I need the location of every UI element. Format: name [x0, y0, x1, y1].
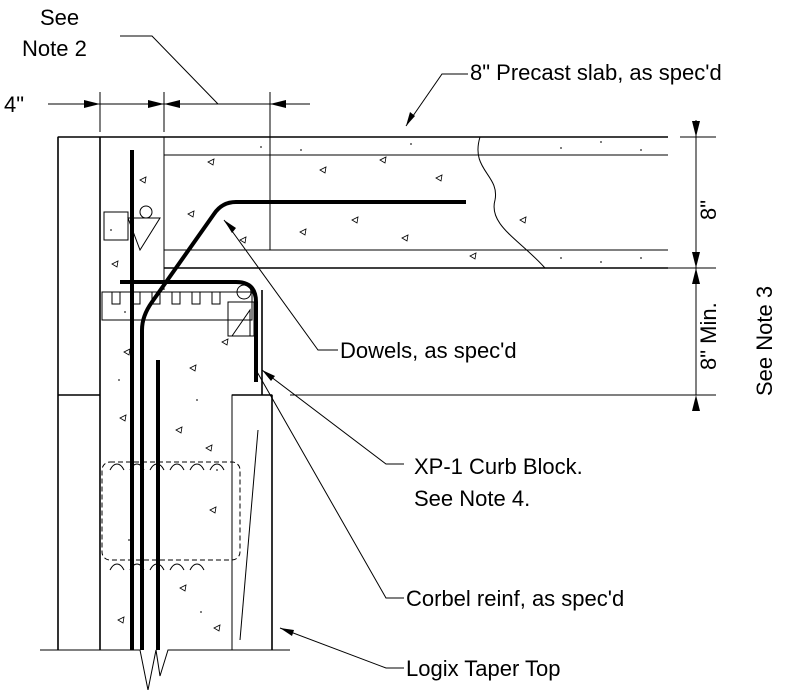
dim-4in-label: 4" — [4, 92, 24, 117]
dowel-bar — [140, 200, 466, 650]
dowels-label: Dowels, as spec'd — [340, 338, 517, 363]
corbel-bar — [120, 280, 258, 382]
curb-block-label-line2: See Note 4. — [414, 486, 530, 511]
dimensions — [48, 92, 716, 411]
corbel-label: Corbel reinf, as spec'd — [406, 586, 624, 611]
see-note-2-line1: See — [40, 5, 79, 30]
leader-lines — [120, 35, 468, 669]
aggregate-texture — [110, 141, 642, 632]
wall-outline — [40, 136, 290, 690]
curb-block-label-line1: XP-1 Curb Block. — [414, 454, 583, 479]
see-note-2-line2: Note 2 — [22, 36, 87, 61]
dim-8in-min-label: 8" Min. — [696, 302, 721, 370]
insulation-panels — [57, 136, 273, 651]
reinforcement-bars — [120, 150, 466, 650]
see-note-3-label: See Note 3 — [752, 286, 777, 396]
slab-label: 8" Precast slab, as spec'd — [470, 60, 722, 85]
curb-block-profile — [101, 205, 259, 641]
precast-slab — [163, 136, 668, 269]
taper-top-label: Logix Taper Top — [406, 656, 561, 681]
annotation-labels: See Note 2 4" 8" Precast slab, as spec'd… — [4, 5, 777, 681]
dim-8in-label: 8" — [696, 200, 721, 220]
